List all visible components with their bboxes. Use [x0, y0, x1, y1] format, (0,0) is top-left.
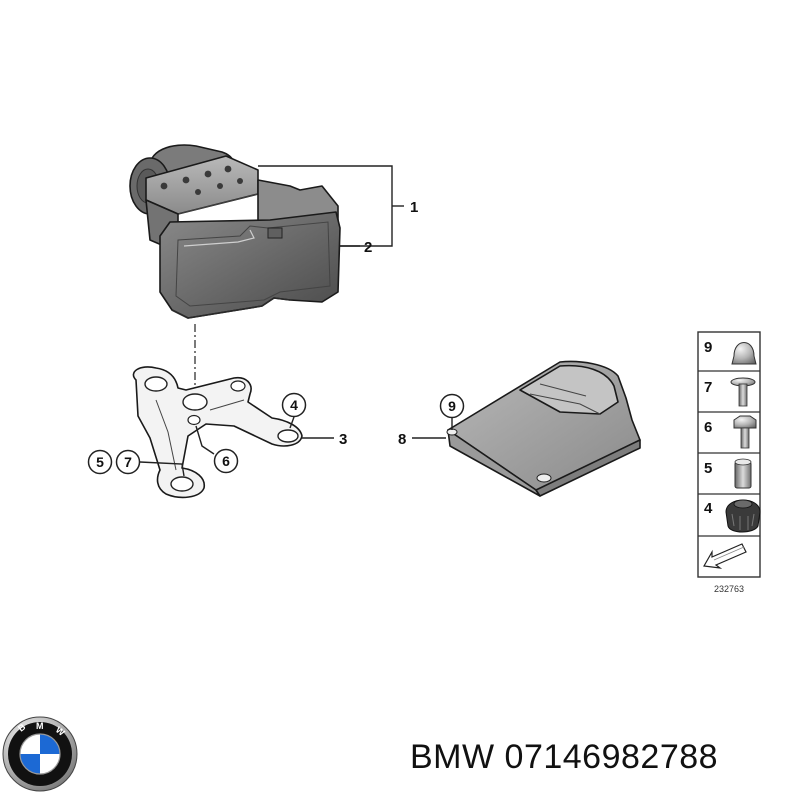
part-caption: BMW 07146982788 [410, 738, 795, 788]
svg-text:2: 2 [364, 239, 372, 256]
callout-9: 9 [439, 393, 465, 430]
svg-text:8: 8 [398, 431, 406, 448]
legend-row-7: 7 [704, 377, 756, 407]
legend-row-9: 9 [704, 339, 757, 365]
callout-5: 5 [87, 449, 113, 475]
cap-nut-icon [731, 342, 757, 365]
rubber-grommet-icon [725, 499, 761, 533]
bmw-logo: B M W [2, 716, 78, 792]
callout-8: 8 [398, 431, 446, 448]
svg-text:5: 5 [96, 454, 104, 470]
part-number: 07146982788 [504, 738, 719, 776]
legend-row-5: 5 [704, 458, 752, 489]
callout-7: 7 [115, 449, 185, 477]
spacer-sleeve-icon [734, 458, 752, 489]
diagram-number: 232763 [714, 584, 744, 594]
svg-text:4: 4 [704, 500, 713, 517]
brand-name: BMW [410, 738, 495, 776]
callout-2: 2 [340, 239, 372, 256]
svg-text:9: 9 [704, 339, 712, 356]
callout-6: 6 [195, 425, 239, 474]
svg-text:B: B [16, 721, 28, 733]
callout-4: 4 [281, 392, 307, 429]
control-unit [446, 360, 641, 497]
svg-text:6: 6 [222, 453, 230, 469]
svg-text:1: 1 [410, 199, 418, 216]
callout-1: 1 [258, 165, 418, 247]
callout-3: 3 [302, 431, 347, 448]
legend-row-6: 6 [704, 415, 757, 449]
hex-bolt-icon [733, 415, 757, 449]
svg-text:7: 7 [124, 454, 132, 470]
valve-port-holes [160, 165, 243, 195]
mounting-bracket [132, 366, 303, 499]
svg-text:9: 9 [448, 398, 456, 414]
legend-row-4: 4 [704, 499, 761, 533]
washer-screw-icon [730, 377, 756, 407]
small-parts-legend: 9 7 6 5 4 [697, 331, 761, 594]
diagram-arrow-icon [703, 543, 747, 569]
abs-hydraulic-unit [129, 144, 341, 319]
svg-text:M: M [36, 721, 44, 731]
svg-text:5: 5 [704, 460, 712, 477]
svg-text:6: 6 [704, 419, 712, 436]
svg-text:7: 7 [704, 379, 712, 396]
svg-text:4: 4 [290, 397, 298, 413]
svg-text:3: 3 [339, 431, 347, 448]
